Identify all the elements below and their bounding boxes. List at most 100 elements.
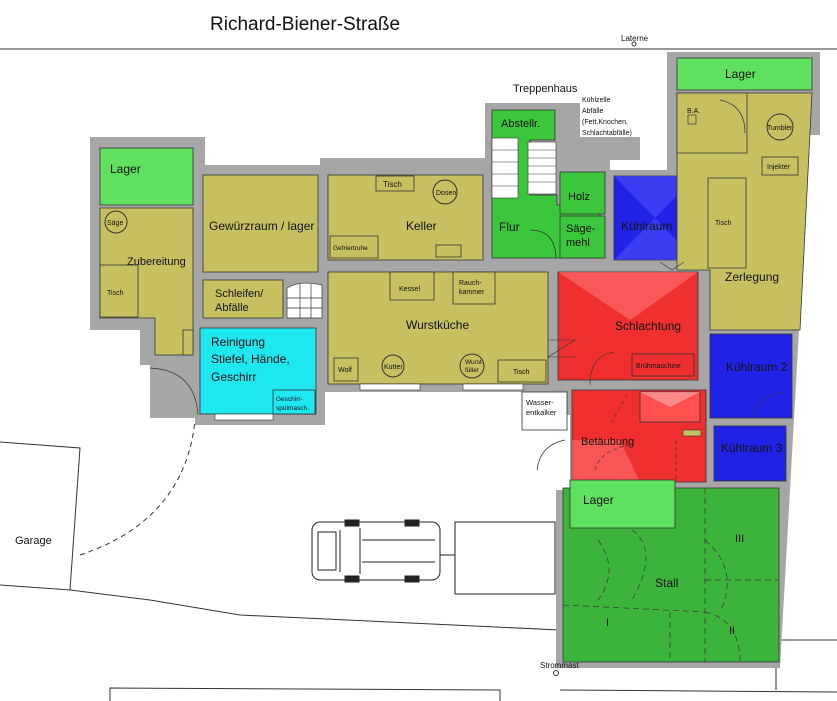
gewuerzraum-label: Gewürzraum / lager xyxy=(209,219,314,233)
reinigung-line1: Reinigung xyxy=(211,335,265,349)
lantern-label: Laterne xyxy=(621,34,649,43)
kuehlzelle-line1: Kühlzelle xyxy=(582,97,611,104)
geschirrspuel-line2: spülmasch. xyxy=(276,405,309,412)
kuehlzelle-line4: Schlachtabfälle) xyxy=(582,130,632,137)
saegemehl-line1: Säge- xyxy=(566,223,596,235)
keller-tisch-label: Tisch xyxy=(383,180,402,189)
stall-partitions xyxy=(562,488,779,663)
kutter-circle xyxy=(381,354,405,378)
gefriertruhe xyxy=(329,235,379,259)
stall-2-label: II xyxy=(729,625,735,637)
window-wk-2 xyxy=(462,383,524,391)
kessel xyxy=(389,271,435,301)
window-wk-1 xyxy=(359,383,421,391)
keller-tisch xyxy=(375,175,415,192)
abstellr-label: Abstellr. xyxy=(501,118,540,130)
rauchkammer xyxy=(452,271,496,305)
room-lager-right xyxy=(676,57,813,91)
stall-1-label: I xyxy=(606,617,609,629)
betaeubung-device xyxy=(682,429,702,437)
room-kuehlraum3 xyxy=(713,425,787,482)
reinigung-line3: Geschirr xyxy=(211,370,256,384)
dosen-circle xyxy=(432,179,458,205)
geschirrspuel-line1: Geschirr- xyxy=(276,396,303,403)
wasserentkalker-line2: entkalker xyxy=(526,408,557,417)
ba-door-swing xyxy=(719,99,746,134)
garage-label: Garage xyxy=(15,535,52,547)
wolf-label: Wolf xyxy=(338,367,352,374)
ba-fixture xyxy=(687,114,697,125)
tisch-left xyxy=(99,264,139,318)
flur-door-swing xyxy=(529,229,557,259)
wurstfueller-line1: Wurst- xyxy=(465,359,484,366)
gefriertruhe-label: Gefriertruhe xyxy=(333,245,368,252)
room-saegemehl xyxy=(559,215,606,259)
lager-left-label: Lager xyxy=(110,162,141,176)
lot-lines xyxy=(0,441,837,701)
wasserentkalker-line1: Wasser- xyxy=(526,398,554,407)
injekter-label: Injekter xyxy=(767,164,791,171)
power-pole-marker xyxy=(553,670,559,676)
wolf xyxy=(333,357,359,382)
betaeubung-label: Betäubung xyxy=(581,436,634,448)
betaeubung-shade xyxy=(572,440,640,482)
rauchkammer-line2: kammer xyxy=(459,289,485,296)
betaeubung-box-shade xyxy=(640,392,700,407)
stall-3-label: III xyxy=(735,533,744,545)
kutter-label: Kutter xyxy=(384,364,403,371)
kessel-label: Kessel xyxy=(399,286,420,293)
holz-label: Holz xyxy=(568,191,590,203)
schlachtung-label: Schlachtung xyxy=(615,319,681,333)
tisch-right-label: Tisch xyxy=(715,220,732,227)
wurstfueller-line2: füller xyxy=(465,367,480,374)
schlachtung-doors xyxy=(546,261,685,386)
window-reinigung xyxy=(214,413,274,421)
wasserentkalker-box xyxy=(521,391,568,431)
room-holz xyxy=(559,171,606,215)
schleifen-line1: Schleifen/ xyxy=(215,288,264,300)
kuehlzelle-line2: Abfälle xyxy=(582,108,604,115)
kuehlraum1-shade-top xyxy=(614,176,696,218)
kuehlraum2-label: Kühlraum 2 xyxy=(726,360,788,374)
entrance-door-swing xyxy=(536,439,566,471)
rauchkammer-line1: Rauch- xyxy=(459,280,482,287)
lager-right-label: Lager xyxy=(725,67,756,81)
kuehlraum1-label: Kühlraum 1 xyxy=(621,219,683,233)
room-schleifen xyxy=(202,279,284,319)
room-lager-left xyxy=(99,147,194,206)
dosen-label: Dosen xyxy=(436,190,456,197)
kuehlraum2-door-swing xyxy=(754,391,786,419)
flur-label: Flur xyxy=(499,220,520,234)
schleifen-line2: Abfälle xyxy=(215,302,249,314)
treppenhaus-label: Treppenhaus xyxy=(513,83,578,95)
zubereitung-door xyxy=(182,329,194,356)
reinigung-door-swing xyxy=(149,367,199,416)
tisch-left-label: Tisch xyxy=(107,290,124,297)
geschirrspuel xyxy=(272,389,316,415)
ba-label: B.A. xyxy=(687,108,700,115)
betaeubung-gates xyxy=(594,394,677,482)
wurstkueche-label: Wurstküche xyxy=(406,318,469,332)
small-stair xyxy=(286,282,323,319)
kuehlraum3-label: Kühlraum 3 xyxy=(721,441,783,455)
tisch-wk-label: Tisch xyxy=(513,369,530,376)
zubereitung-label: Zubereitung xyxy=(127,256,186,268)
power-pole-label: Strommast xyxy=(540,661,579,670)
room-gewuerzraum xyxy=(202,174,319,273)
main-stair xyxy=(491,137,557,199)
reinigung-line2: Stiefel, Hände, xyxy=(211,352,290,366)
kuehlzelle-line3: (Fett,Knochen, xyxy=(582,119,628,126)
room-lager-stall xyxy=(569,479,676,529)
schlachtung-shade xyxy=(558,272,698,320)
room-kuehlraum2 xyxy=(709,333,793,419)
saege-label: Säge xyxy=(107,220,123,227)
garage-door-swing xyxy=(79,419,196,556)
keller-label: Keller xyxy=(406,219,437,233)
injekter xyxy=(761,156,799,176)
zerlegung-label: Zerlegung xyxy=(725,270,779,284)
stall-label: Stall xyxy=(655,576,678,590)
wurstfueller-circle xyxy=(459,353,485,379)
bruehmaschine-label: Brühmaschine xyxy=(636,363,681,370)
lantern-marker xyxy=(631,41,637,47)
